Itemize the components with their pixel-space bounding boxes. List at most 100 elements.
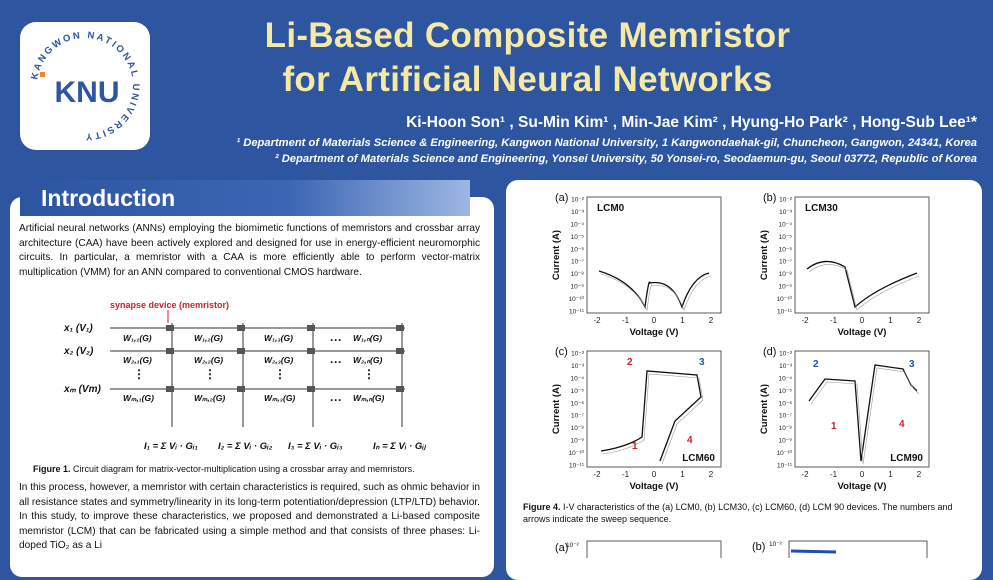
- y-tick-label: 10⁻⁸: [779, 425, 793, 432]
- plot-frame: [586, 350, 722, 468]
- panel-tag: (a): [555, 192, 568, 204]
- iv-curve: [600, 370, 702, 462]
- svg-text:···: ···: [330, 393, 342, 407]
- svg-text:⋮: ⋮: [274, 367, 286, 381]
- y-tick-label: 10⁻¹⁰: [569, 449, 585, 457]
- sweep-number: 4: [687, 435, 693, 446]
- sweep-number: 1: [632, 441, 638, 452]
- x-tick-label: 1: [680, 470, 685, 479]
- svg-text:⋮: ⋮: [204, 367, 216, 381]
- y-tick-label: 10⁻¹¹: [777, 309, 793, 316]
- y-tick-label: 10⁻⁹: [779, 284, 793, 291]
- knu-logo-icon: KANGWON NATIONAL UNIVERSITY KNU: [29, 30, 139, 142]
- weight-2-n: W₂,ₙ(G): [353, 355, 382, 365]
- iv-curve-cycle: [600, 273, 712, 312]
- intro-paragraph-1: Artificial neural networks (ANNs) employ…: [19, 223, 480, 278]
- weight-m-3: Wₘ,₃(G): [264, 393, 295, 403]
- y-tick-label: 10⁻⁹: [571, 438, 585, 445]
- x-tick-label: 0: [652, 316, 657, 325]
- y-tick-label: 10⁻²: [571, 197, 585, 204]
- y-tick-label: 10⁻¹¹: [569, 309, 585, 316]
- x-axis-label: Voltage (V): [630, 327, 679, 338]
- y-tick-label: 10⁻⁸: [779, 271, 793, 278]
- x-tick-label: 2: [917, 470, 922, 479]
- iv-curve-cycle: [602, 373, 704, 465]
- y-tick-label: 10⁻³: [779, 363, 793, 370]
- weight-1-2: W₁,₂(G): [194, 333, 223, 343]
- weight-1-3: W₁,₃(G): [264, 333, 293, 343]
- next-plot-frame: [586, 540, 722, 558]
- y-tick-label: 10⁻²: [779, 197, 793, 204]
- x-axis-label: Voltage (V): [630, 481, 679, 492]
- x-tick-label: -1: [622, 316, 630, 325]
- poster-title: Li-Based Composite Memristor for Artific…: [160, 14, 895, 102]
- panel-tag: (d): [763, 346, 776, 358]
- device-name-label: LCM0: [597, 203, 625, 214]
- affiliation-1: ¹ Department of Materials Science & Engi…: [236, 137, 977, 149]
- svg-text:⋮: ⋮: [363, 367, 375, 381]
- plot-frame: [586, 196, 722, 314]
- y-tick-label: 10⁻⁴: [779, 375, 793, 382]
- output-current-1: I₁ = Σ Vᵢ · Gᵢ₁: [144, 441, 198, 452]
- y-tick-label: 10⁻⁶: [779, 246, 793, 253]
- output-current-3: I₃ = Σ Vᵢ · Gᵢ₃: [288, 441, 343, 452]
- panel-tag: (b): [763, 192, 776, 204]
- y-tick-label: 10⁻⁶: [571, 400, 585, 407]
- x-tick-label: -1: [622, 470, 630, 479]
- author-list: Ki-Hoon Son¹ , Su-Min Kim¹ , Min-Jae Kim…: [406, 114, 977, 131]
- device-name-label: LCM60: [682, 453, 715, 464]
- weight-m-n: Wₘ,ₙ(G): [353, 393, 385, 403]
- y-tick-label: 10⁻⁷: [571, 413, 585, 420]
- figure-1-caption: Figure 1. Circuit diagram for matrix-vec…: [33, 464, 415, 474]
- sweep-number: 2: [813, 359, 819, 370]
- next-plot-frame: [788, 540, 928, 558]
- y-axis-label: Current (A): [551, 230, 562, 280]
- input-xm: xₘ (Vm): [63, 384, 101, 395]
- y-tick-label: 10⁻¹⁰: [569, 295, 585, 303]
- iv-curve-cycle: [810, 367, 920, 465]
- logo-text: KNU: [55, 76, 120, 109]
- x-axis-label: Voltage (V): [838, 327, 887, 338]
- weight-1-1: W₁,₁(G): [123, 333, 152, 343]
- y-tick-label: 10⁻⁵: [779, 234, 793, 241]
- sweep-number: 1: [831, 421, 837, 432]
- weight-2-1: W₂,₁(G): [123, 355, 152, 365]
- x-tick-label: -2: [801, 316, 809, 325]
- y-tick-label: 10⁻⁶: [571, 246, 585, 253]
- next-panel-tag: (b): [752, 541, 765, 553]
- y-tick-label: 10⁻⁴: [779, 221, 793, 228]
- weight-1-n: W₁,ₙ(G): [353, 333, 382, 343]
- y-tick-label: 10⁻¹⁰: [777, 295, 793, 303]
- svg-text:···: ···: [330, 333, 342, 347]
- next-y-tick: 10⁻²: [566, 542, 580, 549]
- x-tick-label: -2: [593, 470, 601, 479]
- weight-m-2: Wₘ,₂(G): [194, 393, 225, 403]
- x-tick-label: 2: [709, 470, 714, 479]
- y-tick-label: 10⁻⁹: [571, 284, 585, 291]
- y-axis-label: Current (A): [759, 384, 770, 434]
- x-tick-label: -2: [593, 316, 601, 325]
- next-panel-tag: (a): [555, 542, 568, 554]
- x-tick-label: -1: [830, 316, 838, 325]
- y-tick-label: 10⁻¹¹: [777, 463, 793, 470]
- figure-4-caption: Figure 4. I-V characteristics of the (a)…: [523, 502, 953, 524]
- x-tick-label: 0: [860, 470, 865, 479]
- x-tick-label: -1: [830, 470, 838, 479]
- x-tick-label: 1: [888, 316, 893, 325]
- y-tick-label: 10⁻³: [571, 209, 585, 216]
- device-name-label: LCM30: [805, 203, 838, 214]
- sweep-number: 3: [909, 359, 915, 370]
- sweep-number: 3: [699, 357, 705, 368]
- svg-text:···: ···: [330, 355, 342, 369]
- x-tick-label: 1: [680, 316, 685, 325]
- sweep-number: 4: [899, 419, 905, 430]
- iv-curve: [808, 364, 918, 462]
- y-tick-label: 10⁻¹¹: [569, 463, 585, 470]
- y-tick-label: 10⁻¹⁰: [777, 449, 793, 457]
- next-y-tick: 10⁻²: [769, 541, 783, 548]
- intro-paragraph-2: In this process, however, a memristor wi…: [19, 482, 480, 552]
- y-axis-label: Current (A): [551, 384, 562, 434]
- y-tick-label: 10⁻²: [571, 351, 585, 358]
- y-tick-label: 10⁻⁴: [571, 221, 585, 228]
- university-logo: KANGWON NATIONAL UNIVERSITY KNU: [20, 22, 150, 150]
